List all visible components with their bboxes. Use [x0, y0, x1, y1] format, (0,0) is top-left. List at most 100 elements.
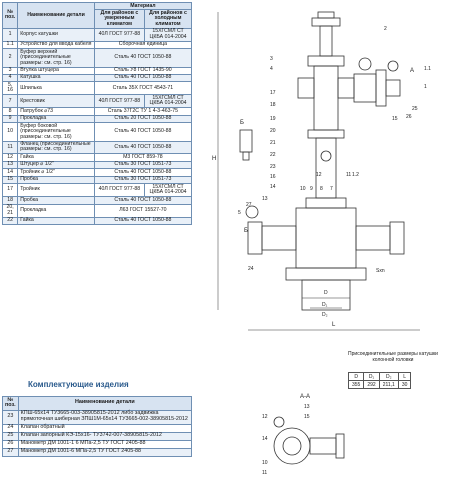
middle-flange — [307, 129, 345, 139]
parts-num: 10 — [1, 122, 19, 142]
upper-pipe — [319, 25, 333, 57]
dim-sxn: Sxn — [376, 268, 385, 274]
parts-num: 2 — [1, 48, 19, 68]
callout-label: 10 — [300, 186, 306, 192]
callout-label: 3 — [270, 56, 273, 62]
callout-label: 11 — [346, 172, 351, 178]
upper-flange — [307, 55, 345, 67]
section-callout-label: 10 — [262, 460, 268, 466]
parts-material: Сталь 40 ГОСТ 1050-88 — [93, 73, 193, 83]
callout-label: 16 — [270, 174, 276, 180]
section-aa-branch — [309, 437, 337, 455]
section-callout-label: 14 — [262, 436, 268, 442]
kit-section-title: Комплектующие изделия — [28, 380, 129, 389]
manometer-left — [245, 205, 259, 219]
right-valve-handwheel — [358, 57, 372, 71]
callout-label: 24 — [248, 266, 254, 272]
dims-value: 211,1 — [378, 380, 399, 389]
dim-h: H — [212, 156, 216, 162]
dim-d1: D₁ — [322, 302, 328, 308]
cable-entry — [320, 150, 332, 162]
parts-material: Сталь 40 ГОСТ 1050-88 — [93, 140, 193, 155]
dim-l: L — [332, 322, 336, 328]
parts-num: 22 — [1, 216, 19, 225]
header-name: Наименование детали — [17, 2, 95, 29]
callout-label: 17 — [270, 90, 276, 96]
spool-body — [301, 279, 351, 311]
callout-label: 8 — [320, 186, 323, 192]
callout-label: 5 — [238, 210, 241, 216]
left-outlet-flange — [247, 221, 263, 255]
parts-num: 1 — [1, 27, 19, 42]
bottom-flange — [285, 267, 367, 281]
manometer-right — [387, 60, 399, 72]
callout-label: 15 — [392, 116, 398, 122]
parts-material: Сталь 40 ГОСТ 1050-88 — [93, 122, 193, 142]
top-buffer — [311, 17, 341, 27]
parts-num: 4 — [1, 73, 19, 83]
dim-d: D — [324, 290, 328, 296]
top-cap — [317, 11, 335, 19]
callout-label: 1 — [424, 84, 427, 90]
kit-name: Манометр ДМ 1001-6 МПа-2,5 ТУ ГОСТ 2405-… — [17, 447, 193, 457]
callout-label: 27 — [246, 202, 252, 208]
kit-name: КПШ-65х14 ТУ3665-003-38905815-2012 либо … — [17, 409, 193, 425]
section-mark-a: А — [410, 68, 414, 74]
dimension-lines — [217, 12, 420, 331]
section-callout-label: 11 — [262, 470, 267, 476]
parts-num: 18 — [1, 196, 19, 205]
callout-label: 7 — [330, 186, 333, 192]
callout-label: 14 — [270, 184, 276, 190]
parts-table: № поз. Наименование детали Материал Для … — [1, 1, 193, 225]
section-callout-label: 12 — [262, 414, 268, 420]
parts-num: 9 — [1, 114, 19, 124]
middle-pipe — [315, 137, 337, 199]
callout-label: 13 — [262, 196, 268, 202]
section-aa-plug — [335, 433, 345, 459]
section-title-aa: А-А — [300, 394, 310, 400]
parts-num: 15 — [1, 175, 19, 185]
callout-label: 1.1 — [424, 66, 431, 72]
parts-material-cold: 15ХГСМЛ СТ ЦКБА 014-2004 — [144, 27, 192, 42]
callout-label: 19 — [270, 116, 276, 122]
wellhead-assembly — [245, 11, 405, 311]
callout-label: 26 — [406, 114, 412, 120]
section-callout-label: 13 — [304, 404, 310, 410]
section-aa — [273, 416, 345, 465]
parts-num: 1.1 — [1, 40, 19, 50]
callout-label: 4 — [270, 66, 273, 72]
section-aa-fitting — [273, 416, 285, 428]
left-side-outlet — [261, 225, 297, 251]
callout-label: 22 — [270, 152, 276, 158]
callout-label: 21 — [270, 140, 276, 146]
section-aa-outer — [273, 427, 311, 465]
parts-material-temperate: 40Л ГОСТ 977-88 — [93, 27, 146, 42]
dims-caption: Присоединительные размеры катушки колонн… — [348, 351, 438, 363]
callout-label: 12 — [316, 172, 322, 178]
parts-name: Корпус катушки — [17, 27, 95, 42]
callout-label: 2 — [384, 26, 387, 32]
section-mark-bb: Б — [240, 120, 244, 126]
callout-label: 20 — [270, 128, 276, 134]
parts-material: Сталь 30 ГОСТ 1051-73 — [93, 175, 193, 185]
dims-value: 30 — [397, 380, 412, 389]
